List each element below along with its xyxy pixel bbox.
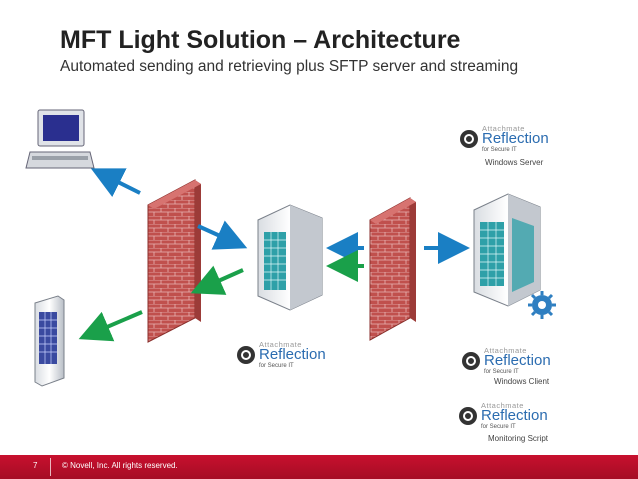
- logo-tagline: for Secure IT: [482, 147, 517, 153]
- firewall-left-icon: [147, 179, 201, 343]
- firewall-right-icon: [369, 197, 416, 341]
- reflection-emblem-icon: [237, 346, 255, 364]
- logo-prefix: Attachmate: [482, 124, 525, 133]
- reflection-logo-dmz: Attachmate Reflection for Secure IT: [237, 340, 347, 372]
- logo-tagline: for Secure IT: [481, 424, 516, 430]
- client-server-icon: [34, 295, 65, 387]
- logo-brand: Reflection: [484, 352, 551, 369]
- logo-tagline: for Secure IT: [484, 369, 519, 375]
- monitoring-script-label: Monitoring Script: [488, 434, 549, 443]
- logo-tagline: for Secure IT: [259, 363, 294, 369]
- windows-client-label: Windows Client: [494, 377, 550, 386]
- windows-server-icon: [473, 193, 541, 307]
- reflection-emblem-icon: [460, 130, 478, 148]
- footer-divider: [50, 458, 51, 476]
- reflection-emblem-icon: [459, 407, 477, 425]
- slide-subtitle: Automated sending and retrieving plus SF…: [60, 58, 519, 75]
- windows-server-label: Windows Server: [485, 158, 544, 167]
- data-flow-arrows: [78, 168, 470, 342]
- logo-prefix: Attachmate: [259, 340, 302, 349]
- arrow-to-client-server: [78, 310, 143, 342]
- arrow-to-desktop: [90, 168, 141, 198]
- logo-brand: Reflection: [481, 407, 548, 424]
- reflection-emblem-icon: [462, 352, 480, 370]
- dmz-server-icon: [257, 204, 323, 311]
- logo-brand: Reflection: [259, 346, 326, 363]
- logo-prefix: Attachmate: [484, 346, 527, 355]
- arrow-dmz-to-firewall: [190, 265, 244, 295]
- logo-prefix: Attachmate: [481, 401, 524, 410]
- desktop-computer-icon: [25, 109, 95, 169]
- reflection-logo-monitoring: Attachmate Reflection for Secure IT: [459, 401, 569, 433]
- reflection-logo-server: Attachmate Reflection for Secure IT: [460, 124, 570, 156]
- logo-brand: Reflection: [482, 130, 549, 147]
- gear-icon: [528, 291, 556, 319]
- arrow-firewall-to-dmz: [197, 220, 248, 250]
- reflection-logo-client: Attachmate Reflection for Secure IT: [462, 346, 572, 378]
- copyright-text: © Novell, Inc. All rights reserved.: [62, 461, 178, 470]
- slide-title: MFT Light Solution – Architecture: [60, 26, 461, 54]
- slide-number: 7: [33, 461, 38, 470]
- footer-bar: 7 © Novell, Inc. All rights reserved.: [0, 455, 638, 479]
